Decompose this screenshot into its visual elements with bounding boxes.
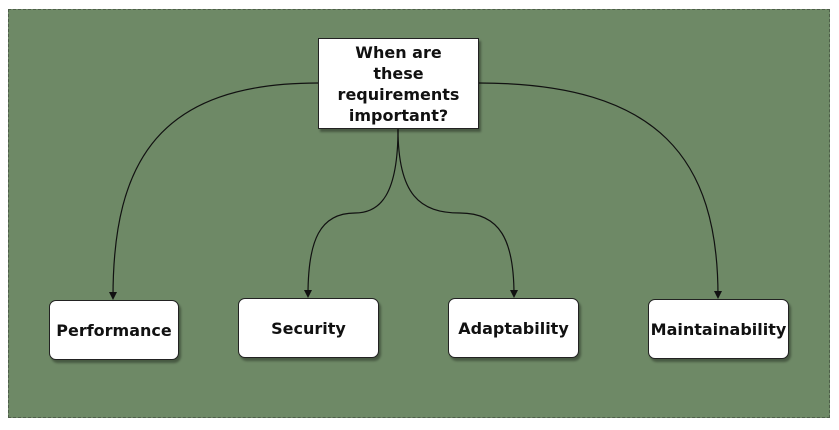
adaptability-node: Adaptability bbox=[448, 298, 579, 358]
maintainability-node-label: Maintainability bbox=[650, 319, 787, 339]
arrowhead-maintainability bbox=[714, 291, 722, 299]
arrowhead-performance bbox=[109, 292, 117, 300]
performance-node: Performance bbox=[49, 300, 179, 360]
edge-root-to-security bbox=[307, 128, 399, 296]
edge-root-to-performance bbox=[112, 82, 319, 298]
security-node-label: Security bbox=[271, 318, 346, 338]
root-node-label: When are these requirements important? bbox=[337, 42, 460, 125]
arrowhead-adaptability bbox=[510, 290, 518, 298]
root-node: When are these requirements important? bbox=[318, 38, 479, 129]
adaptability-node-label: Adaptability bbox=[458, 318, 569, 338]
arrowhead-security bbox=[304, 290, 312, 298]
maintainability-node: Maintainability bbox=[648, 299, 789, 359]
edge-root-to-maintainability bbox=[478, 82, 719, 297]
performance-node-label: Performance bbox=[56, 320, 172, 340]
security-node: Security bbox=[238, 298, 379, 358]
edge-root-to-adaptability bbox=[397, 128, 515, 296]
